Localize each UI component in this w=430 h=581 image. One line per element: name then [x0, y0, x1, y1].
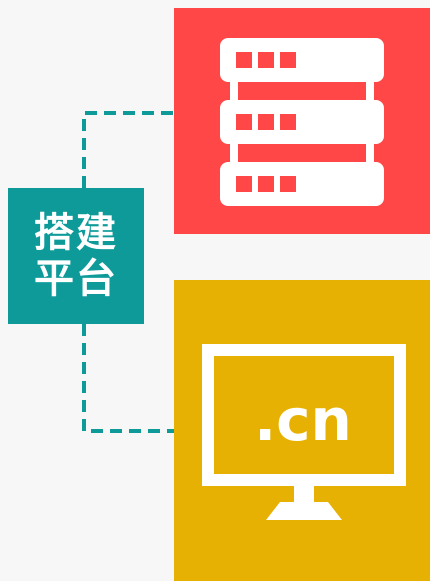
connector-to-domain — [82, 324, 174, 433]
server-light — [236, 176, 252, 192]
platform-box: 搭建 平台 — [8, 188, 144, 324]
server-light — [280, 52, 296, 68]
server-light — [258, 52, 274, 68]
domain-suffix-label: .cn — [254, 386, 352, 454]
server-light — [236, 114, 252, 130]
server-lights — [236, 52, 296, 192]
domain-panel: .cn — [174, 280, 430, 581]
server-light — [258, 176, 274, 192]
platform-label-line-2: 平台 — [34, 256, 118, 302]
server-light — [280, 176, 296, 192]
platform-label-line-1: 搭建 — [34, 210, 118, 256]
server-light — [258, 114, 274, 130]
server-light — [280, 114, 296, 130]
connector-to-server — [82, 111, 174, 188]
server-icon — [220, 38, 384, 206]
server-light — [236, 52, 252, 68]
monitor-icon — [202, 344, 406, 520]
server-panel — [174, 8, 430, 234]
